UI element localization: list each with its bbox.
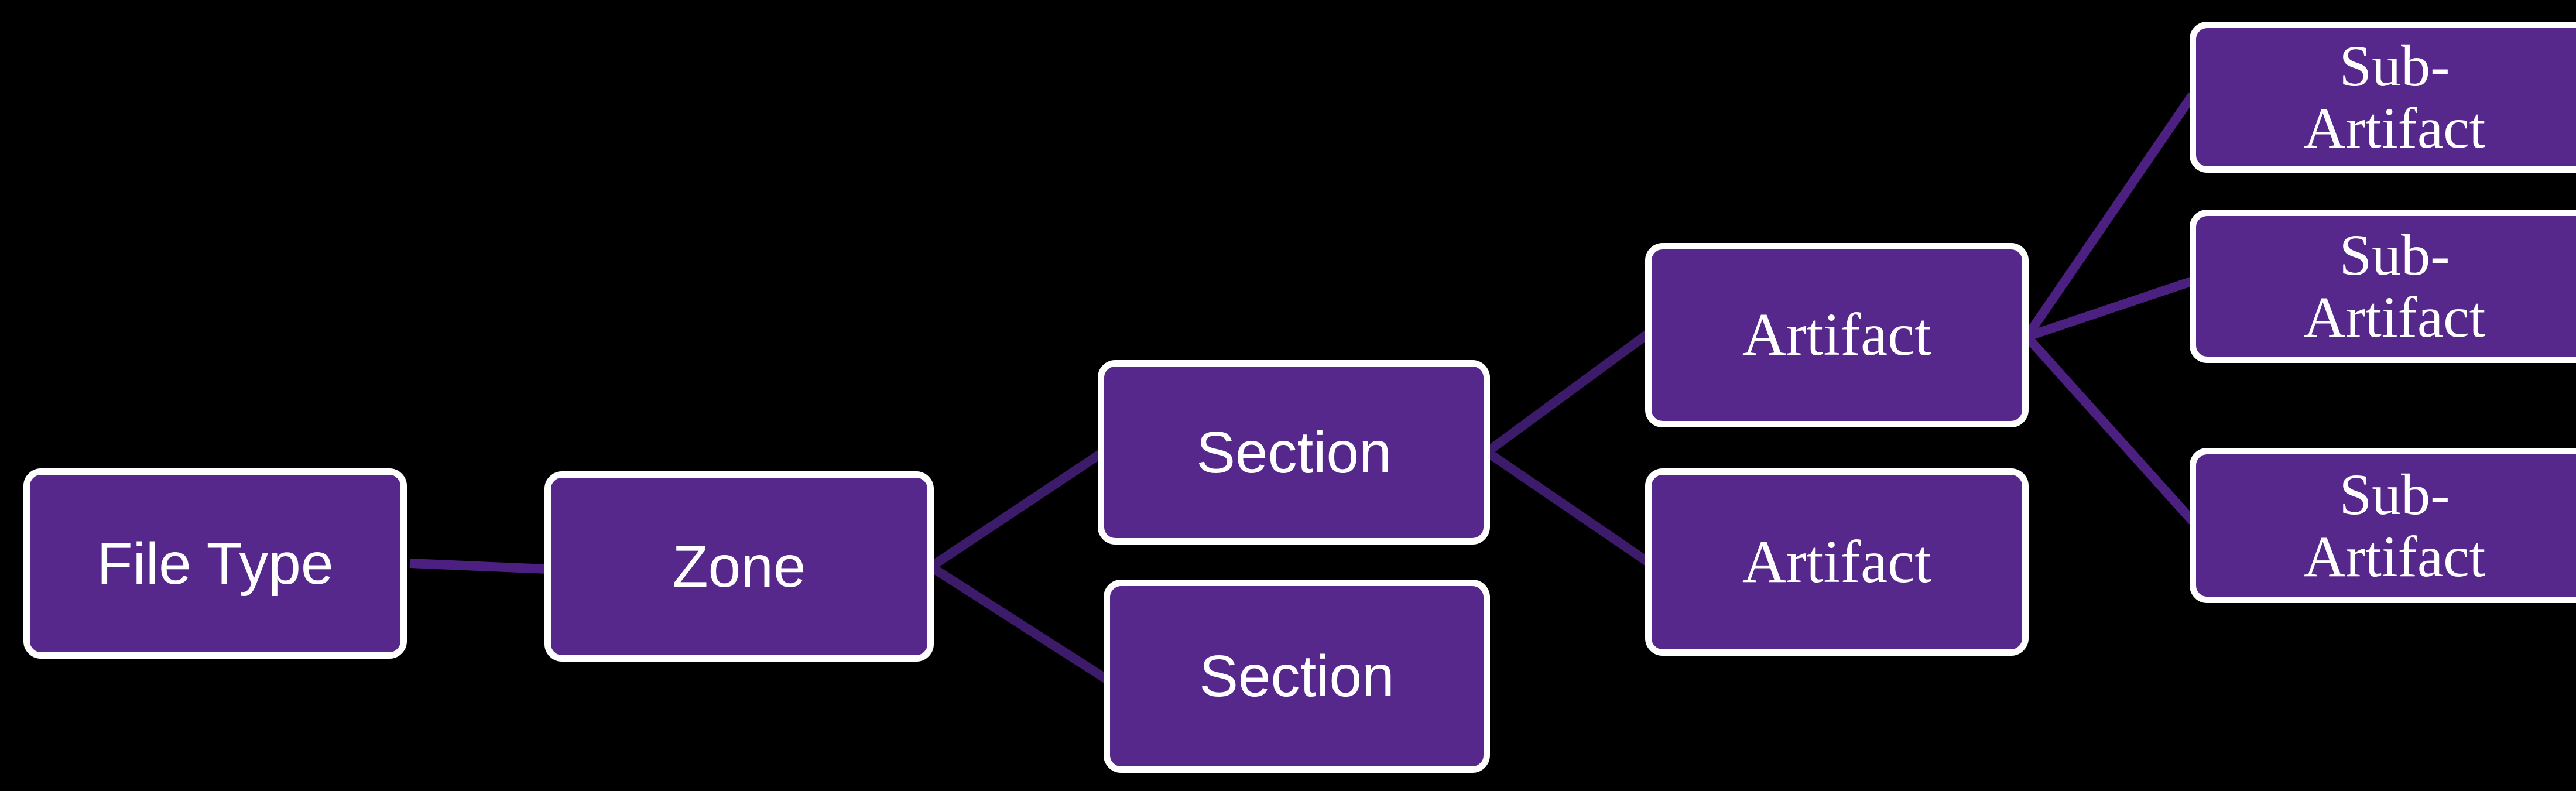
node-section-2-label: Section [1199, 643, 1395, 709]
node-sub-artifact-2-line2: Artifact [2303, 285, 2486, 350]
node-artifact-2[interactable]: Artifact [1645, 468, 2029, 656]
edge-zone-section-1 [928, 450, 1104, 571]
edge-section1-artifact-1 [1484, 330, 1651, 456]
node-sub-artifact-3-line2: Artifact [2303, 523, 2486, 589]
node-zone-label: Zone [672, 533, 806, 600]
node-sub-artifact-3-line1: Sub- [2339, 461, 2450, 527]
node-section-1[interactable]: Section [1098, 360, 1490, 545]
node-sub-artifact-1[interactable]: Sub- Artifact [2190, 22, 2576, 173]
node-artifact-1-label: Artifact [1742, 301, 1932, 369]
node-sub-artifact-2-line1: Sub- [2339, 222, 2450, 287]
node-artifact-1[interactable]: Artifact [1645, 243, 2029, 427]
node-artifact-2-label: Artifact [1742, 528, 1932, 595]
node-sub-artifact-2[interactable]: Sub- Artifact [2190, 210, 2576, 363]
edge-artifact1-sub-2 [2025, 276, 2194, 341]
edge-artifact1-sub-3 [2023, 333, 2196, 525]
node-zone[interactable]: Zone [544, 471, 934, 662]
edge-artifact1-sub-1 [2023, 92, 2197, 340]
edge-filetype-zone [409, 559, 548, 574]
node-sub-artifact-1-line2: Artifact [2303, 95, 2486, 160]
node-sub-artifact-3-label: Sub- Artifact [2202, 461, 2576, 589]
node-file-type[interactable]: File Type [23, 468, 407, 659]
node-sub-artifact-1-line1: Sub- [2339, 33, 2450, 98]
node-sub-artifact-1-label: Sub- Artifact [2202, 35, 2576, 159]
node-section-2[interactable]: Section [1104, 580, 1490, 773]
node-section-1-label: Section [1196, 419, 1392, 485]
edge-zone-section-2 [928, 563, 1109, 683]
node-sub-artifact-2-label: Sub- Artifact [2202, 224, 2576, 348]
node-sub-artifact-3[interactable]: Sub- Artifact [2190, 448, 2576, 603]
node-file-type-label: File Type [97, 530, 334, 597]
edge-section1-artifact-2 [1484, 448, 1651, 566]
